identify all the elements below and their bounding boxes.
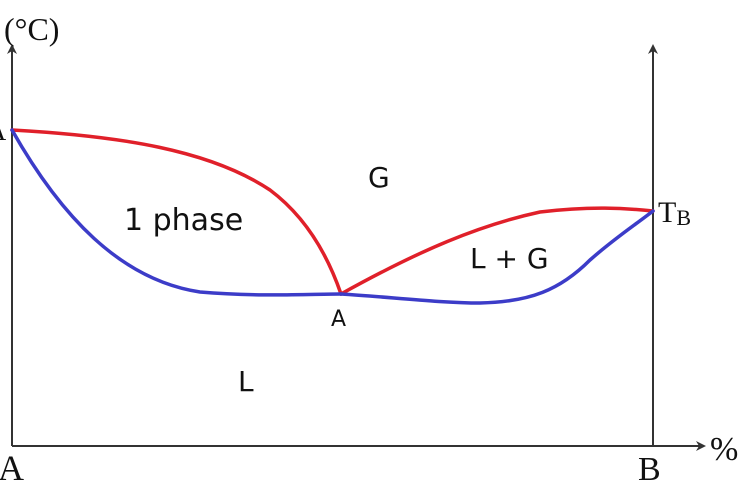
liquid-gas-region-label: L + G — [470, 242, 549, 275]
liquid-curve-left — [10, 128, 343, 297]
eutectic-point-label: A — [331, 307, 346, 332]
vapor-curve-right — [339, 206, 655, 296]
liquid-region-label: L — [238, 365, 254, 398]
gas-region-label: G — [368, 161, 390, 194]
left-melting-point-label: A — [0, 116, 7, 147]
right-melting-point-label: TB — [658, 196, 691, 230]
liquid-curve-right — [339, 209, 655, 305]
x-unit-label: % — [710, 431, 738, 468]
y-unit-label: (°C) — [4, 11, 59, 47]
vapor-curve-left — [10, 128, 343, 296]
one-phase-region-label: 1 phase — [124, 203, 243, 238]
left-axis-label: A — [0, 448, 24, 486]
right-axis-label: B — [638, 451, 661, 486]
